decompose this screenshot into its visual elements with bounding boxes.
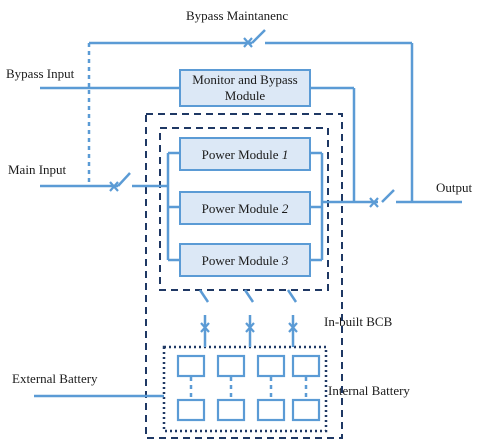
power-module-3-number: 3 — [281, 253, 289, 268]
power-module-1-number: 1 — [282, 147, 289, 162]
bypass-input-wire — [40, 86, 180, 186]
battery-cell — [291, 398, 321, 422]
battery-cell — [176, 354, 206, 378]
power-module-group-enclosure — [159, 127, 329, 291]
battery-cell — [216, 354, 246, 378]
bypass-maintenance-breaker-icon — [243, 37, 253, 48]
battery-cell — [216, 398, 246, 422]
power-module-1: Power Module 1 — [179, 137, 311, 171]
bcb-breaker-1 — [198, 289, 210, 347]
internal-battery-label: Internal Battery — [328, 383, 410, 398]
svg-text:Power Module 3: Power Module 3 — [202, 253, 289, 268]
monitor-to-output-wire — [310, 86, 356, 202]
bcb-breaker-2 — [243, 289, 255, 347]
power-module-2-text: Power Module — [202, 201, 282, 216]
battery-cell — [256, 354, 286, 378]
svg-text:Power Module 2: Power Module 2 — [202, 201, 289, 216]
power-module-2: Power Module 2 — [179, 191, 311, 225]
svg-text:Power Module 1: Power Module 1 — [202, 147, 289, 162]
external-battery-label: External Battery — [12, 371, 98, 386]
monitor-module-line1: Monitor and Bypass — [192, 72, 297, 87]
bcb-breaker-3 — [286, 289, 298, 347]
battery-cell — [256, 398, 286, 422]
internal-battery-enclosure — [162, 345, 328, 433]
ups-cabinet-enclosure — [145, 113, 343, 439]
main-input-label: Main Input — [8, 162, 67, 177]
power-modules-output-wire — [310, 151, 368, 262]
power-module-3-text: Power Module — [202, 253, 282, 268]
monitor-module-line2: Module — [225, 88, 266, 103]
internal-battery-cells — [176, 354, 321, 422]
power-module-2-number: 2 — [282, 201, 289, 216]
main-input-breaker-icon — [109, 181, 119, 192]
inbuilt-bcb-label: In-built BCB — [324, 314, 393, 329]
output-breaker-icon — [369, 197, 379, 208]
power-module-1-text: Power Module — [202, 147, 282, 162]
battery-cell — [176, 398, 206, 422]
monitor-bypass-module: Monitor and Bypass Module — [179, 69, 311, 107]
bypass-input-label: Bypass Input — [6, 66, 75, 81]
main-input-wire — [40, 151, 180, 262]
output-label: Output — [436, 180, 473, 195]
bypass-maintenance-label: Bypass Maintanenc — [186, 8, 288, 23]
bypass-maintenance-wire — [87, 29, 414, 202]
power-module-3: Power Module 3 — [179, 243, 311, 277]
battery-cell — [291, 354, 321, 378]
